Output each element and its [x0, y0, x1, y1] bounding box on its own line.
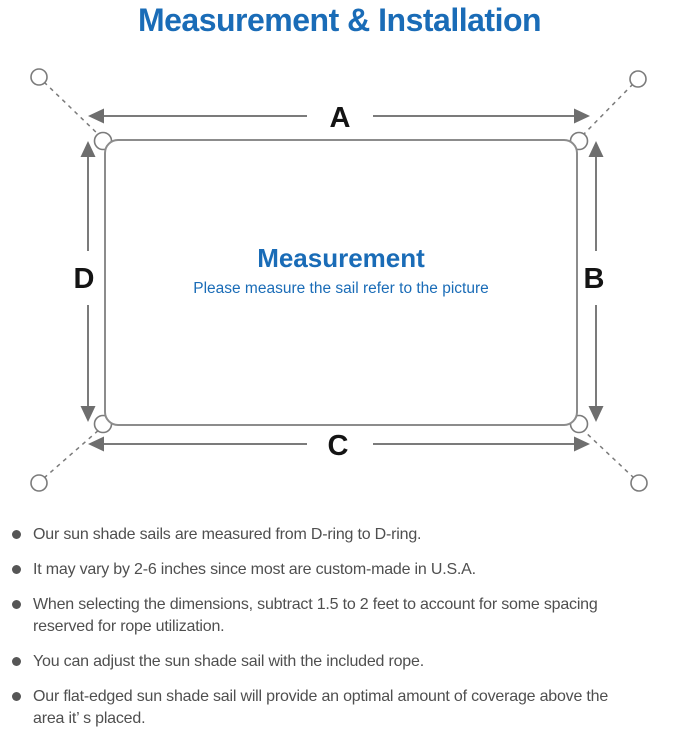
dim-label-c: C [328, 430, 349, 462]
arrowhead-up-icon-b [588, 141, 604, 157]
bullet-dot-icon [12, 565, 21, 574]
sail-measurement-diagram: A C D B [0, 55, 679, 515]
tether-line-top-left [43, 81, 101, 137]
sail-diagram-svg: A C D B [30, 68, 648, 492]
tether-dashed-lines [43, 81, 635, 479]
list-item: Our sun shade sails are measured from D-… [10, 524, 632, 546]
bullet-text: Our flat-edged sun shade sail will provi… [33, 688, 609, 727]
anchor-ring-icon-bottom-right [630, 474, 648, 492]
bullet-text: You can adjust the sun shade sail with t… [33, 653, 424, 670]
dim-label-d: D [74, 263, 95, 295]
anchor-ring-icon-top-left [30, 68, 48, 86]
arrowhead-down-icon-d [80, 406, 96, 422]
page-title: Measurement & Installation [137, 2, 542, 38]
dim-label-a: A [330, 102, 351, 134]
sail-rectangle [104, 139, 578, 426]
bullet-text: It may vary by 2-6 inches since most are… [33, 561, 476, 578]
tether-line-top-right [581, 83, 634, 137]
arrowhead-left-icon-c [88, 436, 104, 452]
diagram-center-subtitle: Please measure the sail refer to the pic… [193, 280, 489, 297]
bullet-dot-icon [12, 600, 21, 609]
bullet-text: Our sun shade sails are measured from D-… [33, 526, 422, 543]
arrowhead-up-icon-d [80, 141, 96, 157]
list-item: It may vary by 2-6 inches since most are… [10, 559, 632, 581]
tether-line-bottom-right [581, 428, 635, 479]
arrowhead-left-icon-a [88, 108, 104, 124]
arrowhead-right-icon-c [574, 436, 590, 452]
anchor-ring-icon-top-right [629, 70, 647, 88]
arrowhead-right-icon-a [574, 108, 590, 124]
diagram-center-title: Measurement [257, 243, 425, 273]
dim-label-b: B [584, 263, 605, 295]
arrowhead-down-icon-b [588, 406, 604, 422]
anchor-ring-icon-bottom-left [30, 474, 48, 492]
bullet-dot-icon [12, 530, 21, 539]
bullet-text: When selecting the dimensions, subtract … [33, 596, 598, 635]
bullet-dot-icon [12, 657, 21, 666]
list-item: Our flat-edged sun shade sail will provi… [10, 686, 632, 730]
list-item: When selecting the dimensions, subtract … [10, 594, 632, 638]
bullet-dot-icon [12, 692, 21, 701]
tether-line-bottom-left [43, 428, 101, 479]
list-item: You can adjust the sun shade sail with t… [10, 651, 632, 673]
anchor-rings [30, 68, 648, 492]
measurement-notes-list: Our sun shade sails are measured from D-… [10, 524, 650, 739]
